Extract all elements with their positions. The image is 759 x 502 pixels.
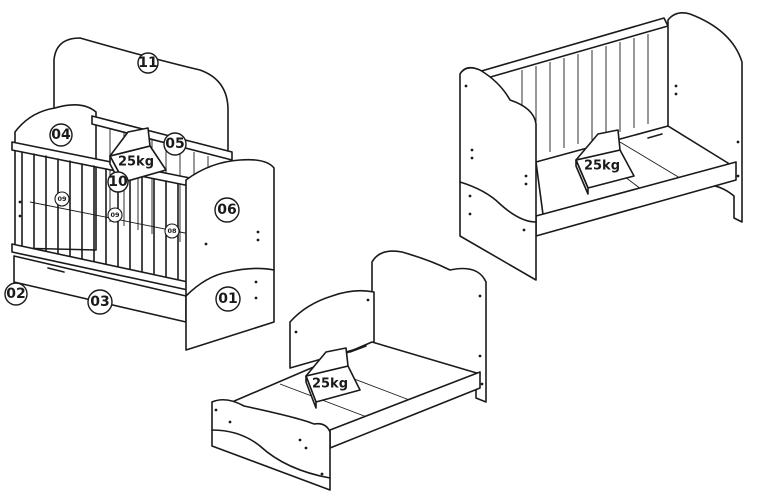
svg-text:08: 08 (167, 227, 177, 235)
svg-text:03: 03 (90, 294, 109, 310)
callout-11: 11 (137, 52, 159, 74)
svg-text:09: 09 (110, 211, 120, 219)
svg-text:02: 02 (6, 286, 25, 302)
toddler-bed-configuration: 25kg (211, 250, 487, 491)
crib-drawer-handle (47, 267, 65, 273)
callout-06: 06 (214, 197, 240, 223)
weight-label-bed: 25kg (312, 377, 348, 392)
bed-back-end-panel (289, 289, 375, 369)
callout-09b: 09 (107, 207, 123, 223)
daybed-back-rail (477, 17, 669, 81)
callout-05: 05 (163, 132, 187, 156)
svg-text:05: 05 (165, 136, 184, 152)
svg-text:09: 09 (57, 195, 67, 203)
callout-03: 03 (87, 289, 113, 315)
callout-08: 08 (164, 223, 180, 239)
callout-09a: 09 (54, 191, 70, 207)
crib-front-end-panel (185, 158, 275, 351)
crib-back-end-panel (14, 104, 97, 251)
weight-label: 25kg (118, 155, 154, 170)
svg-text:11: 11 (138, 55, 157, 71)
callout-01: 01 (215, 286, 241, 312)
weight-label-daybed: 25kg (584, 159, 620, 174)
daybed-left-end-panel (459, 66, 537, 281)
daybed-configuration: 25kg (459, 12, 743, 281)
callout-04: 04 (49, 123, 73, 147)
bed-front-end-panel (211, 398, 331, 491)
svg-text:04: 04 (51, 127, 71, 143)
callout-10: 10 (107, 171, 129, 193)
svg-text:06: 06 (217, 202, 236, 218)
crib-end-panel-wave (185, 267, 275, 297)
svg-text:01: 01 (218, 291, 237, 307)
crib-configuration: 25kg (11, 37, 275, 351)
weight-box-bed: 25kg (305, 347, 361, 409)
callout-02: 02 (4, 282, 28, 306)
weight-box-daybed: 25kg (575, 129, 635, 195)
svg-text:10: 10 (108, 174, 128, 190)
bed-headboard (371, 250, 487, 403)
